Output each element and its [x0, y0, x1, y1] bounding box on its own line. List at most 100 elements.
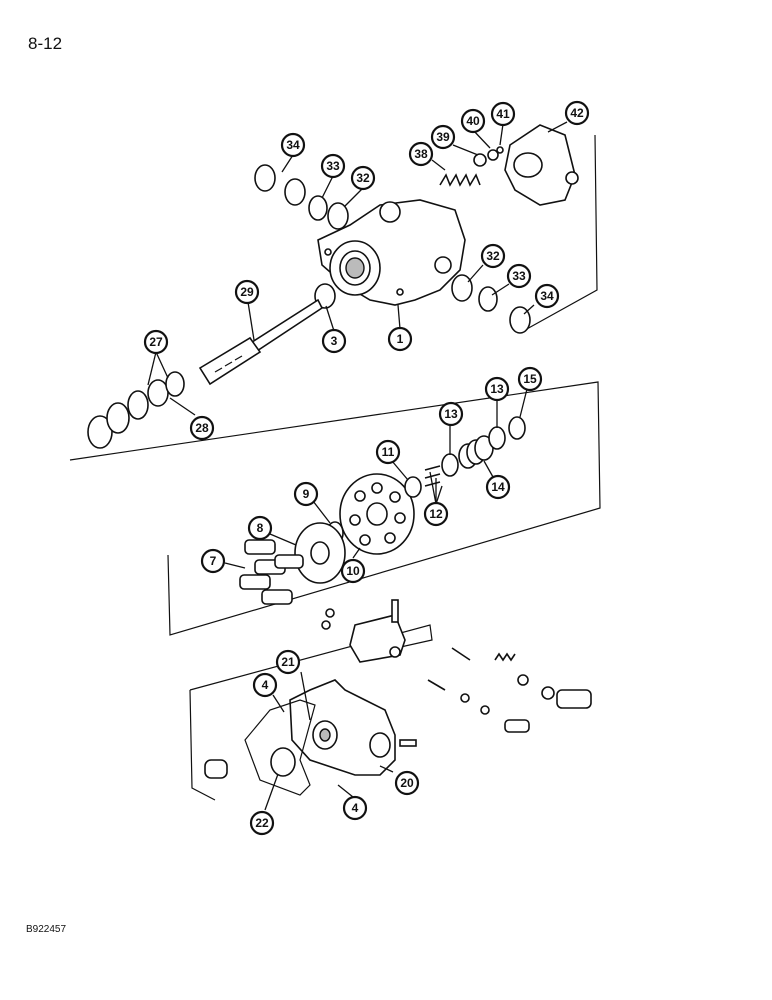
callout-34: 34	[534, 283, 560, 309]
bearing	[451, 274, 473, 302]
callout-11: 11	[375, 439, 401, 465]
svg-text:42: 42	[570, 106, 584, 120]
callout-8: 8	[247, 515, 273, 541]
fitting	[504, 719, 530, 733]
svg-text:8: 8	[257, 521, 264, 535]
spring	[494, 652, 516, 662]
frame-middle	[69, 381, 601, 636]
callout-7: 7	[200, 548, 226, 574]
end-cover	[289, 679, 396, 776]
snap-ring	[508, 416, 526, 440]
callout-10: 10	[340, 558, 366, 584]
bearing	[314, 283, 336, 309]
washer	[488, 426, 506, 450]
seal	[106, 402, 130, 434]
bushing	[308, 195, 328, 221]
bolt-head	[325, 608, 335, 618]
spacer	[404, 476, 422, 498]
bolt	[391, 599, 399, 623]
snap-ring	[87, 415, 113, 449]
callout-27: 27	[143, 329, 169, 355]
svg-text:39: 39	[436, 130, 450, 144]
spool	[451, 647, 471, 661]
svg-text:29: 29	[240, 285, 254, 299]
seal	[517, 674, 529, 686]
svg-text:15: 15	[523, 372, 537, 386]
svg-text:4: 4	[262, 678, 269, 692]
piston-assembly	[239, 539, 304, 605]
seal	[487, 149, 499, 161]
frame-top	[524, 134, 598, 331]
svg-text:4: 4	[352, 801, 359, 815]
plug	[204, 759, 228, 779]
svg-text:21: 21	[281, 655, 295, 669]
seal-ring	[284, 178, 306, 206]
svg-text:13: 13	[490, 382, 504, 396]
svg-text:28: 28	[195, 421, 209, 435]
callout-1: 1	[387, 326, 413, 352]
callout-33: 33	[320, 153, 346, 179]
svg-text:10: 10	[346, 564, 360, 578]
svg-text:33: 33	[326, 159, 340, 173]
thrust-washer	[165, 371, 185, 397]
page-number: 8-12	[28, 34, 63, 53]
svg-text:1: 1	[397, 332, 404, 346]
bearing	[270, 747, 296, 777]
svg-text:14: 14	[491, 480, 505, 494]
callout-12: 12	[423, 501, 449, 527]
snap-ring	[254, 164, 276, 192]
swashplate-bore	[310, 541, 330, 565]
callout-33: 33	[506, 263, 532, 289]
callout-4: 4	[342, 795, 368, 821]
svg-text:34: 34	[286, 138, 300, 152]
seal	[460, 693, 470, 703]
svg-text:3: 3	[331, 334, 338, 348]
pin	[424, 473, 441, 479]
callout-4: 4	[252, 672, 278, 698]
leader-lines	[147, 121, 568, 811]
spool	[427, 679, 446, 691]
callout-32: 32	[480, 243, 506, 269]
pin	[424, 465, 441, 471]
frame-bottom-left	[189, 689, 216, 801]
svg-text:9: 9	[303, 487, 310, 501]
callout-20: 20	[394, 770, 420, 796]
svg-text:34: 34	[540, 289, 554, 303]
o-ring	[496, 146, 504, 154]
callout-39: 39	[430, 124, 456, 150]
callout-38: 38	[408, 141, 434, 167]
cylinder-block	[339, 473, 415, 555]
svg-text:40: 40	[466, 114, 480, 128]
callout-29: 29	[234, 279, 260, 305]
washer	[441, 453, 459, 477]
svg-text:33: 33	[512, 269, 526, 283]
svg-text:13: 13	[444, 407, 458, 421]
bearing	[327, 202, 349, 230]
thrust-bearing	[147, 379, 169, 407]
seal-ring	[478, 286, 498, 312]
callout-32: 32	[350, 165, 376, 191]
svg-text:27: 27	[149, 335, 163, 349]
svg-text:41: 41	[496, 107, 510, 121]
callout-9: 9	[293, 481, 319, 507]
callout-28: 28	[189, 415, 215, 441]
spring	[439, 173, 481, 187]
o-ring	[541, 686, 555, 700]
callout-40: 40	[460, 108, 486, 134]
svg-text:32: 32	[486, 249, 500, 263]
bolt	[399, 739, 417, 747]
adjusting-plug	[556, 689, 592, 709]
svg-text:32: 32	[356, 171, 370, 185]
spring	[458, 435, 494, 469]
control-housing	[504, 124, 579, 206]
compensator-body	[349, 614, 406, 663]
o-ring	[480, 705, 490, 715]
callout-34: 34	[280, 132, 306, 158]
callout-21: 21	[275, 649, 301, 675]
svg-text:12: 12	[429, 507, 443, 521]
svg-text:11: 11	[382, 445, 395, 459]
figure-id: B922457	[26, 924, 67, 935]
drive-shaft	[198, 298, 324, 386]
callout-41: 41	[490, 101, 516, 127]
